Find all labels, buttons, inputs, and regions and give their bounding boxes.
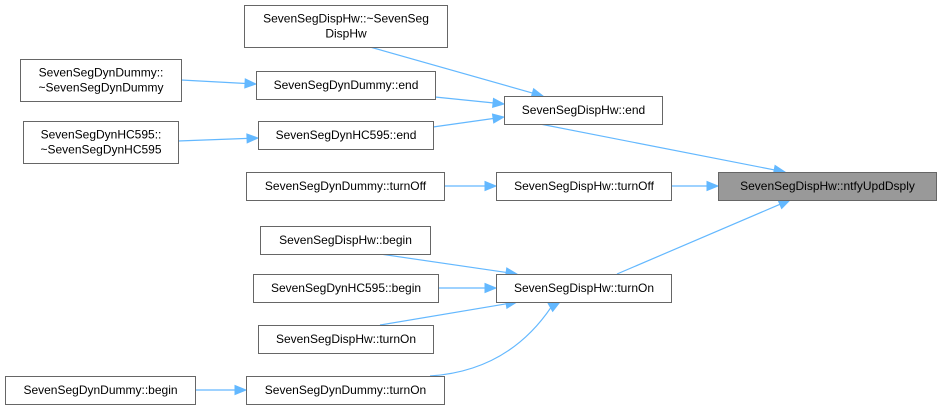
edges-layer [177,46,792,396]
arrowhead-hw-turnoff [484,180,498,192]
node-label: ~SevenSegDynDummy [38,81,163,95]
node-box [246,376,445,405]
edge-hw-end-to-ntfy [539,123,776,171]
node-box [496,274,672,303]
node-dummy-turnon[interactable]: SevenSegDynDummy::turnOn [246,376,445,405]
node-label: ~SevenSegDynHC595 [40,143,161,157]
node-box [504,96,663,125]
node-box [258,121,434,150]
arrowhead-dummy-turnon [234,384,248,396]
node-hc595-end[interactable]: SevenSegDynHC595::end [258,121,434,150]
edge-hc595-dtor-to-hc595-end [177,137,249,142]
edge-dummy-turnon-to-hw-turnon [429,306,552,377]
node-label: SevenSegDispHw::~SevenSeg [263,12,429,26]
node-label: DispHw [325,27,367,41]
node-label: SevenSegDynHC595::end [276,128,417,142]
node-label: SevenSegDynHC595::begin [271,281,421,295]
edge-dummy-dtor-to-dummy-end [180,79,247,85]
node-box [718,172,937,201]
edge-hw-turnon2-to-hw-turnon [379,303,508,326]
node-ntfy[interactable]: SevenSegDispHw::ntfyUpdDsply [718,172,937,201]
node-box [5,376,196,405]
node-label: SevenSegDynHC595:: [41,128,162,142]
node-hw-begin[interactable]: SevenSegDispHw::begin [260,226,431,255]
node-label: SevenSegDispHw::turnOn [514,281,654,295]
node-label: SevenSegDispHw::turnOff [514,179,655,193]
node-label: SevenSegDynDummy:: [39,66,164,80]
node-box [260,226,431,255]
node-label: SevenSegDynDummy::end [274,78,419,92]
node-box [23,121,179,164]
node-dummy-dtor[interactable]: SevenSegDynDummy::~SevenSegDynDummy [20,59,182,102]
node-label: SevenSegDispHw::begin [279,233,412,247]
edge-hc595-end-to-hw-end [432,117,495,128]
node-label: SevenSegDispHw::ntfyUpdDsply [740,179,915,193]
arrowhead-hw-turnon [547,301,562,313]
nodes-layer: SevenSegDispHw::ntfyUpdDsplySevenSegDisp… [5,5,937,405]
node-hc595-begin[interactable]: SevenSegDynHC595::begin [253,274,439,303]
node-hw-turnon[interactable]: SevenSegDispHw::turnOn [496,274,672,303]
arrowhead-hw-end [492,97,506,109]
node-label: SevenSegDynDummy::turnOff [265,179,427,193]
node-box [258,325,434,354]
node-label: SevenSegDynDummy::turnOn [265,383,426,397]
arrowhead-dummy-end [244,78,258,89]
node-box [20,59,182,102]
node-hw-dtor[interactable]: SevenSegDispHw::~SevenSegDispHw [244,5,448,48]
node-hw-end[interactable]: SevenSegDispHw::end [504,96,663,125]
node-hw-turnon2[interactable]: SevenSegDispHw::turnOn [258,325,434,354]
arrowhead-ntfy [706,180,720,192]
arrowhead-hc595-end [246,133,260,144]
node-box [256,71,436,100]
edge-hw-dtor-to-hw-end [369,46,534,94]
node-box [244,5,448,48]
node-dummy-end[interactable]: SevenSegDynDummy::end [256,71,436,100]
node-hc595-dtor[interactable]: SevenSegDynHC595::~SevenSegDynHC595 [23,121,179,164]
node-label: SevenSegDynDummy::begin [23,383,177,397]
arrowhead-hw-end [491,113,506,124]
node-box [246,172,445,201]
node-hw-turnoff[interactable]: SevenSegDispHw::turnOff [496,172,672,201]
edge-hw-begin-to-hw-turnon [379,253,508,274]
arrowhead-hw-turnon [484,282,498,294]
node-label: SevenSegDispHw::turnOn [276,332,416,346]
edge-hw-turnon-to-ntfy [616,203,782,275]
arrowhead-ntfy [777,199,792,210]
edge-dummy-end-to-hw-end [434,96,495,104]
node-box [253,274,439,303]
node-label: SevenSegDispHw::end [522,103,645,117]
node-box [496,172,672,201]
node-dummy-begin[interactable]: SevenSegDynDummy::begin [5,376,196,405]
node-dummy-turnoff[interactable]: SevenSegDynDummy::turnOff [246,172,445,201]
